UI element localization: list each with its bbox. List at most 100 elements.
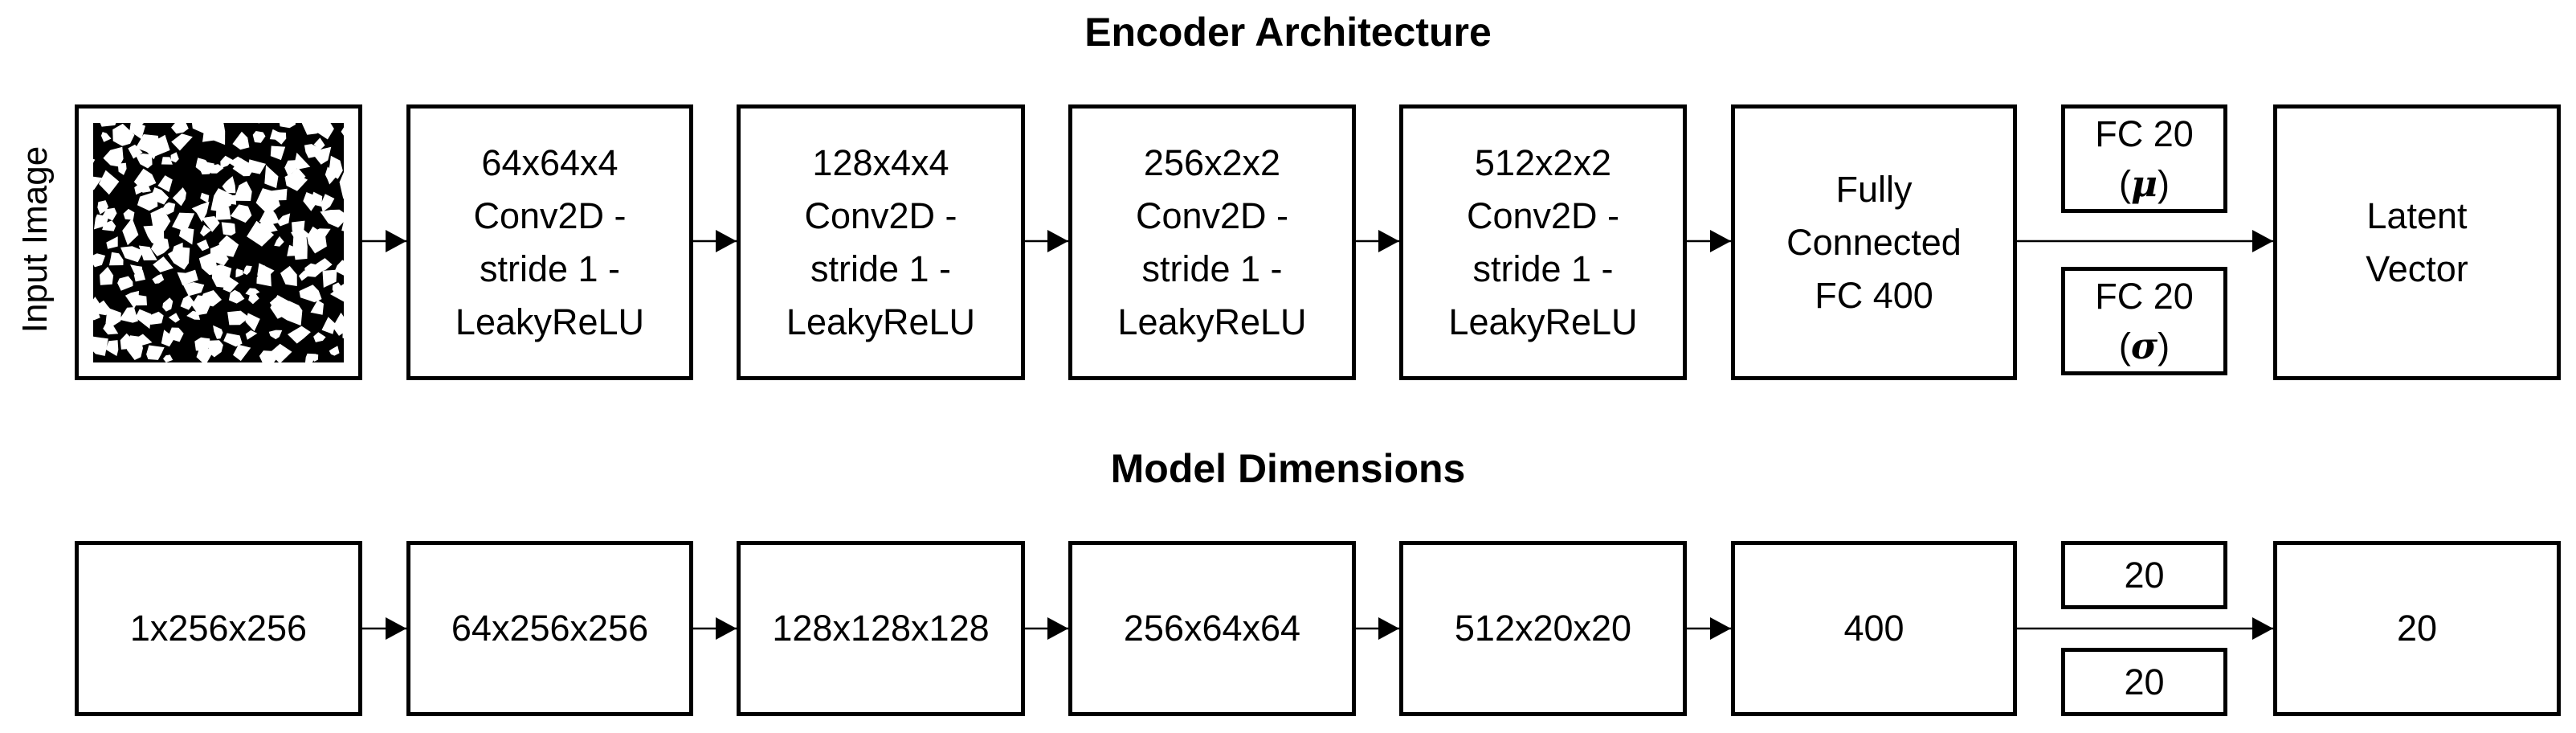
texture-grain (264, 165, 279, 189)
texture-grain (157, 175, 173, 192)
fully-connected-block: Fully Connected FC 400 (1731, 104, 2017, 380)
texture-grain (120, 246, 144, 263)
texture-grain (252, 131, 266, 143)
texture-grain (117, 162, 127, 175)
conv-block-1: 64x64x4 Conv2D - stride 1 - LeakyReLU (406, 104, 693, 380)
texture-grain (138, 245, 157, 260)
dim-block-4-label: 256x64x64 (1123, 608, 1301, 649)
texture-grain (161, 330, 174, 347)
texture-grain (204, 123, 226, 145)
texture-grain (168, 313, 180, 323)
texture-grain (322, 269, 337, 288)
texture-grain (256, 264, 271, 287)
texture-grain (325, 166, 338, 185)
texture-grain (288, 167, 306, 182)
texture-grain (245, 313, 260, 332)
texture-grain (93, 176, 103, 190)
texture-grain (182, 282, 205, 297)
texture-grain (171, 133, 193, 151)
texture-grain (201, 215, 220, 232)
texture-grain (119, 307, 138, 323)
dim-block-1-label: 1x256x256 (129, 608, 308, 649)
texture-grain (307, 226, 327, 254)
texture-grain (329, 346, 340, 356)
texture-grain (134, 294, 147, 306)
texture-grain (150, 207, 171, 231)
texture-grain (313, 332, 326, 342)
texture-grain (294, 152, 311, 170)
texture-grain (117, 276, 133, 291)
texture-grain (163, 354, 174, 362)
input-image-texture (93, 123, 344, 362)
texture-grain (230, 204, 252, 223)
texture-grain (170, 152, 179, 163)
texture-grain (172, 212, 195, 232)
texture-grain (235, 268, 243, 278)
texture-grain (257, 219, 278, 234)
texture-grain (136, 123, 144, 127)
dim-block-2-label: 64x256x256 (451, 608, 649, 649)
conv-block-4: 512x2x2 Conv2D - stride 1 - LeakyReLU (1399, 104, 1687, 380)
dim-block-2: 64x256x256 (406, 541, 693, 716)
texture-grain (224, 195, 237, 205)
dim-block-5: 512x20x20 (1399, 541, 1687, 716)
texture-grain (122, 218, 139, 246)
latent-vector-label: Latent Vector (2366, 195, 2468, 289)
texture-grain (218, 235, 239, 257)
texture-grain (248, 292, 259, 305)
dim-sigma-label: 20 (2124, 661, 2165, 702)
dim-sigma-block: 20 (2061, 648, 2227, 716)
texture-grain (330, 284, 344, 302)
texture-grain (227, 310, 250, 326)
texture-grain (105, 340, 119, 356)
dim-block-1: 1x256x256 (75, 541, 362, 716)
texture-grain (93, 336, 108, 356)
texture-grain (312, 258, 333, 273)
texture-grain (93, 253, 106, 268)
texture-grain (133, 270, 145, 282)
texture-grain (213, 325, 223, 339)
texture-grain (334, 260, 344, 276)
texture-grain (161, 202, 176, 215)
texture-grain (191, 201, 210, 223)
texture-grain (215, 207, 231, 220)
conv-block-2-label: 128x4x4 Conv2D - stride 1 - LeakyReLU (786, 141, 976, 342)
input-image-label: Input Image (15, 145, 55, 334)
texture-grain (292, 231, 308, 260)
texture-grain (232, 131, 250, 150)
texture-grain (196, 343, 214, 362)
texture-grain (196, 240, 210, 252)
mu-symbol: μ (2131, 162, 2158, 205)
conv-block-1-label: 64x64x4 Conv2D - stride 1 - LeakyReLU (455, 141, 645, 342)
texture-grain (171, 123, 189, 134)
conv-block-2: 128x4x4 Conv2D - stride 1 - LeakyReLU (737, 104, 1025, 380)
texture-grain (233, 344, 251, 362)
texture-grain (93, 158, 96, 163)
sigma-symbol: σ (2130, 324, 2158, 367)
texture-grain (317, 123, 334, 140)
fc-mu-symbol-wrap: (μ) (2119, 162, 2170, 205)
texture-grain (288, 326, 311, 344)
texture-grain (137, 190, 158, 211)
texture-grain (129, 123, 145, 140)
texture-grain (172, 187, 186, 207)
texture-grain (162, 297, 174, 312)
texture-grain (128, 144, 143, 159)
fully-connected-label: Fully Connected FC 400 (1786, 168, 1962, 316)
texture-grain (223, 333, 243, 347)
texture-grain (200, 224, 211, 237)
texture-grain (279, 123, 296, 129)
texture-grain (341, 220, 344, 231)
dim-output-label: 20 (2396, 608, 2438, 649)
fc-mu-label: FC 20 (2095, 113, 2194, 154)
texture-grain (320, 209, 344, 228)
texture-grain (243, 265, 252, 276)
texture-grain (210, 188, 232, 212)
texture-grain (245, 330, 258, 340)
texture-grain (146, 345, 165, 360)
texture-grain (313, 137, 325, 150)
dim-block-3-label: 128x128x128 (772, 608, 990, 649)
texture-grain (103, 146, 124, 167)
texture-grain (298, 270, 308, 281)
texture-grain (106, 236, 118, 249)
